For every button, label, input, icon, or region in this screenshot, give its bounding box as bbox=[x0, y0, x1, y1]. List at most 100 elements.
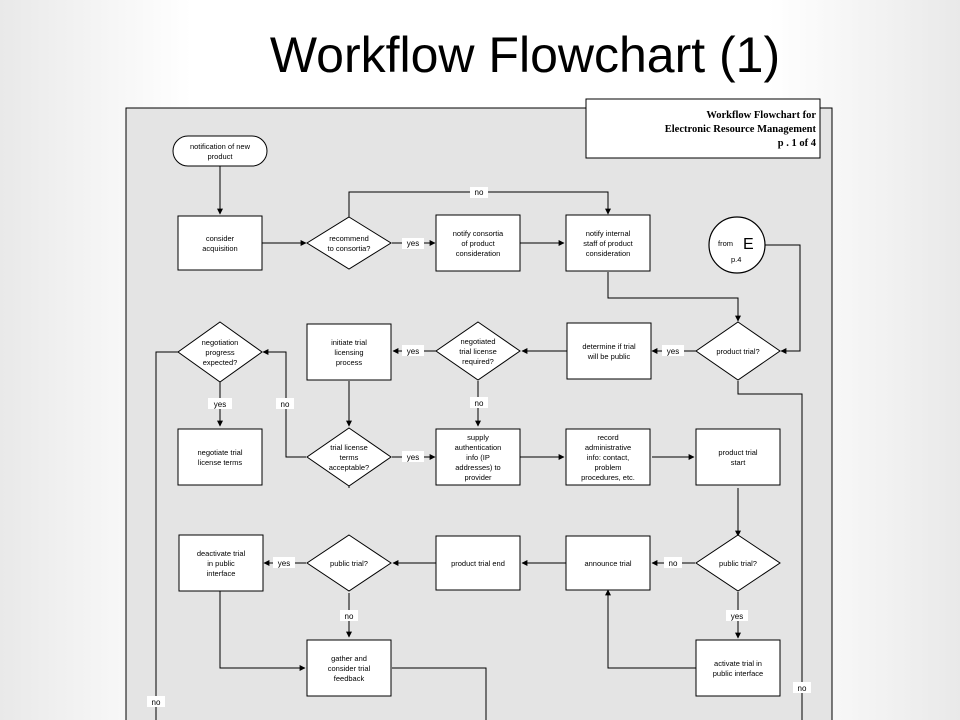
edge-label-yes-progress: yes bbox=[214, 400, 226, 409]
flow-node-shape bbox=[565, 214, 651, 272]
edge-label-no-public2: no bbox=[669, 559, 678, 568]
flow-node-label: determine if trial bbox=[582, 342, 636, 351]
flow-node-label: public trial? bbox=[719, 559, 757, 568]
flow-node-shape bbox=[306, 323, 392, 381]
flow-node-product-trial-1: product trial? bbox=[695, 321, 781, 381]
edge-label-no-public3: no bbox=[345, 612, 354, 621]
flow-node-shape bbox=[565, 428, 651, 486]
flow-node-label: notify internal bbox=[586, 229, 631, 238]
flow-node-label: activate trial in bbox=[714, 659, 762, 668]
flow-node-label: public interface bbox=[713, 669, 763, 678]
connector-from: from bbox=[718, 239, 733, 248]
flow-node-label: deactivate trial bbox=[197, 549, 246, 558]
flow-node-label: info: contact, bbox=[587, 453, 630, 462]
flow-node-label: staff of product bbox=[583, 239, 633, 248]
flow-node-label: expected? bbox=[203, 358, 238, 367]
flow-node-shape bbox=[435, 535, 521, 591]
flow-node-label: terms bbox=[340, 453, 359, 462]
flow-node-shape bbox=[306, 534, 392, 592]
edge-label-yes-product-trial: yes bbox=[667, 347, 679, 356]
flow-node-label: negotiated bbox=[460, 337, 495, 346]
flow-node-label: acquisition bbox=[202, 244, 237, 253]
chart-header-line1: Workflow Flowchart for bbox=[706, 110, 816, 121]
flow-node-shape bbox=[435, 321, 521, 381]
flow-node-label: info (IP bbox=[466, 453, 490, 462]
flow-node-shape bbox=[177, 321, 263, 383]
flow-node-label: notify consortia bbox=[453, 229, 504, 238]
flow-node-label: progress bbox=[205, 348, 234, 357]
flow-node-label: interface bbox=[207, 569, 236, 578]
flow-node-label: negotiate trial bbox=[197, 448, 242, 457]
flow-node-label: product trial end bbox=[451, 559, 505, 568]
flow-node-label: consideration bbox=[456, 249, 501, 258]
flow-node-label: initiate trial bbox=[331, 338, 367, 347]
flow-node-label: gather and bbox=[331, 654, 367, 663]
flow-node-label: consider bbox=[206, 234, 235, 243]
flow-node-label: negotiation bbox=[202, 338, 239, 347]
edge-label-no-progress: no bbox=[281, 400, 290, 409]
flow-node-shape bbox=[566, 322, 652, 380]
edge-label-yes-public2: yes bbox=[731, 612, 743, 621]
flow-node-announce: announce trial bbox=[565, 535, 651, 591]
edge-label-no-right: no bbox=[798, 684, 807, 693]
flow-node-shape bbox=[435, 214, 521, 272]
flow-node-label: consider trial bbox=[328, 664, 371, 673]
flow-node-public-trial-3: public trial? bbox=[306, 534, 392, 592]
flow-node-shape bbox=[695, 534, 781, 592]
chart-header-box: Workflow Flowchart for Electronic Resour… bbox=[585, 98, 821, 159]
connector-page: p.4 bbox=[731, 255, 741, 264]
connector-letter: E bbox=[743, 236, 754, 253]
flow-node-label: process bbox=[336, 358, 363, 367]
flow-node-shape bbox=[306, 216, 392, 270]
edge-label-yes-recommend: yes bbox=[407, 239, 419, 248]
flow-node-label: start bbox=[731, 458, 747, 467]
flow-node-shape bbox=[306, 427, 392, 487]
flow-node-label: trial license bbox=[330, 443, 368, 452]
flow-node-label: licensing bbox=[334, 348, 363, 357]
flow-node-shape bbox=[695, 321, 781, 381]
flow-node-label: trial license bbox=[459, 347, 497, 356]
edge-labels: no yes yes yes no yes no yes no yes yes … bbox=[147, 187, 811, 707]
flow-node-label: procedures, etc. bbox=[581, 473, 635, 482]
flow-node-label: acceptable? bbox=[329, 463, 369, 472]
chart-header-line3: p . 1 of 4 bbox=[778, 138, 817, 149]
flow-node-label: product trial? bbox=[716, 347, 759, 356]
chart-header-line2: Electronic Resource Management bbox=[665, 124, 817, 135]
edge-label-yes-acceptable: yes bbox=[407, 453, 419, 462]
flow-node-label: to consortia? bbox=[328, 244, 371, 253]
flow-node-label: required? bbox=[462, 357, 494, 366]
chart-panel bbox=[125, 107, 833, 720]
flow-node-label: addresses) to bbox=[455, 463, 500, 472]
flow-node-label: authentication bbox=[455, 443, 502, 452]
flow-node-shape bbox=[178, 534, 264, 592]
flow-node-label: consideration bbox=[586, 249, 631, 258]
flow-node-label: product bbox=[207, 152, 233, 161]
flow-node-label: in public bbox=[207, 559, 235, 568]
flow-node-label: supply bbox=[467, 433, 489, 442]
edge-label-no-left: no bbox=[152, 698, 161, 707]
edge-label-yes-negotiated: yes bbox=[407, 347, 419, 356]
flow-node-shape bbox=[695, 639, 781, 697]
flow-node-shape bbox=[306, 639, 392, 697]
flow-node-label: provider bbox=[464, 473, 492, 482]
flow-node-label: feedback bbox=[334, 674, 365, 683]
flow-node-label: announce trial bbox=[584, 559, 631, 568]
flow-node-shape bbox=[565, 535, 651, 591]
connector-e: from E p.4 bbox=[708, 216, 766, 274]
